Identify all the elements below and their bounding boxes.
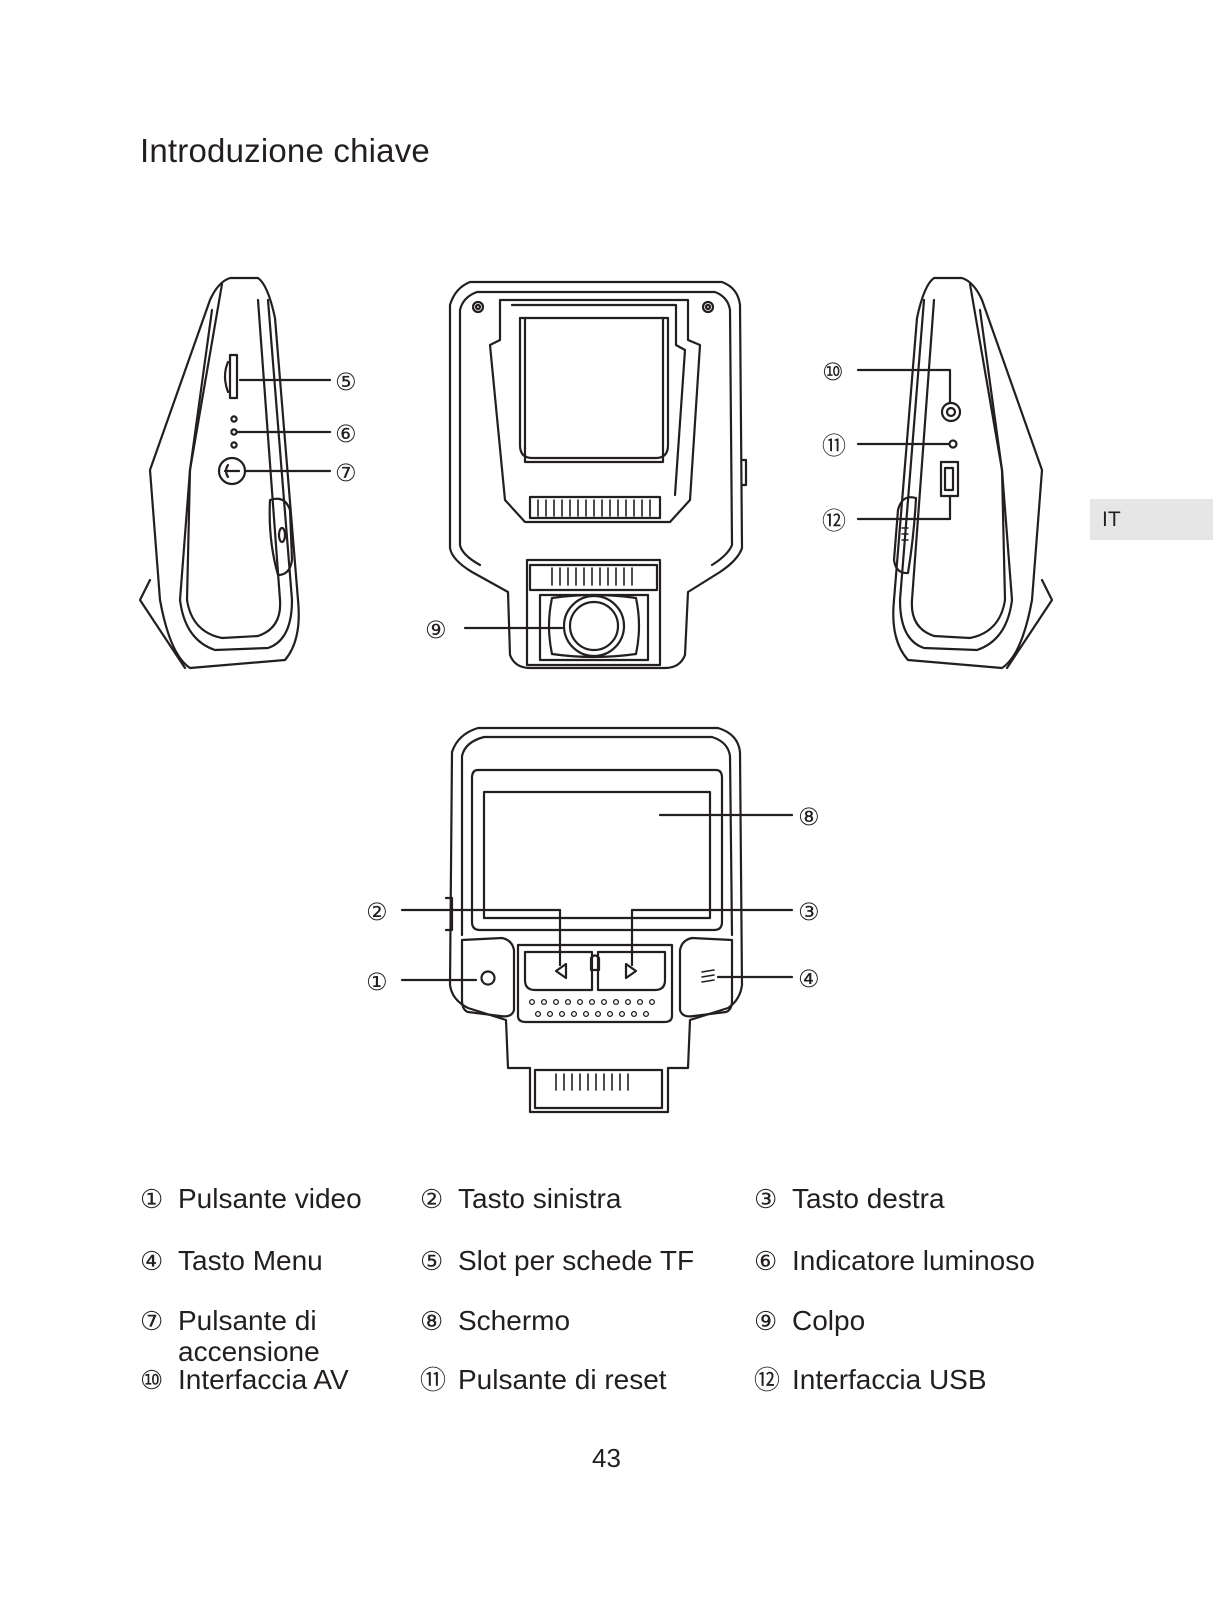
- callout-2: ②: [366, 898, 388, 926]
- legend-number: ②: [420, 1185, 444, 1215]
- callout-5: ⑤: [335, 368, 357, 396]
- legend-item-10: ⑩ Interfaccia AV: [140, 1364, 349, 1397]
- legend-item-7: ⑦ Pulsante di accensione: [140, 1305, 338, 1367]
- legend-number: ⑤: [420, 1247, 444, 1277]
- callout-1: ①: [366, 968, 388, 996]
- legend-text: Interfaccia USB: [792, 1364, 987, 1395]
- legend-text: Tasto destra: [792, 1183, 945, 1214]
- legend-number: ⑦: [140, 1307, 164, 1337]
- front-lens-view: [448, 280, 748, 670]
- callout-11: ⑪: [822, 432, 846, 460]
- legend-item-8: ⑧ Schermo: [420, 1305, 570, 1338]
- legend-text: Pulsante di accensione: [178, 1305, 320, 1367]
- legend-text: Schermo: [458, 1305, 571, 1336]
- legend-text: Indicatore luminoso: [792, 1245, 1035, 1276]
- callout-8: ⑧: [798, 803, 820, 831]
- legend-text: Pulsante video: [178, 1183, 362, 1214]
- legend-number: ⑪: [420, 1366, 447, 1396]
- legend-number: ⑩: [140, 1366, 164, 1396]
- callout-6: ⑥: [335, 420, 357, 448]
- legend-number: ③: [754, 1185, 778, 1215]
- legend-number: ①: [140, 1185, 164, 1215]
- legend-item-3: ③ Tasto destra: [754, 1183, 945, 1216]
- callout-9: ⑨: [425, 616, 447, 644]
- callout-3: ③: [798, 898, 820, 926]
- right-side-view: [856, 276, 1054, 670]
- page-title: Introduzione chiave: [140, 132, 430, 169]
- left-side-view: [138, 276, 332, 670]
- legend-item-5: ⑤ Slot per schede TF: [420, 1245, 694, 1278]
- back-screen-view: [400, 726, 794, 1114]
- legend-item-11: ⑪ Pulsante di reset: [420, 1364, 667, 1397]
- legend-text: Interfaccia AV: [178, 1364, 349, 1395]
- legend-item-4: ④ Tasto Menu: [140, 1245, 323, 1278]
- legend-item-6: ⑥ Indicatore luminoso: [754, 1245, 1035, 1278]
- legend-number: ④: [140, 1247, 164, 1277]
- legend-text: Colpo: [792, 1305, 866, 1336]
- legend-item-1: ① Pulsante video: [140, 1183, 362, 1216]
- callout-10: ⑩: [822, 358, 844, 386]
- legend-number: ⑧: [420, 1307, 444, 1337]
- legend-number: ⑨: [754, 1307, 778, 1337]
- callout-7: ⑦: [335, 459, 357, 487]
- legend-number: ⑥: [754, 1247, 778, 1277]
- legend-text: Pulsante di reset: [458, 1364, 667, 1395]
- legend-text: Tasto Menu: [178, 1245, 323, 1276]
- legend-text: Slot per schede TF: [458, 1245, 695, 1276]
- legend-text: Tasto sinistra: [458, 1183, 622, 1214]
- callout-12: ⑫: [822, 507, 846, 535]
- page-number: 43: [592, 1443, 621, 1473]
- legend-item-12: ⑫ Interfaccia USB: [754, 1364, 987, 1397]
- legend-number: ⑫: [754, 1366, 781, 1396]
- device-diagram: ⑤ ⑥ ⑦ ⑨ ⑩ ⑪ ⑫ ⑧ ② ③ ① ④: [138, 276, 1054, 1114]
- language-tab[interactable]: IT: [1090, 499, 1213, 540]
- callout-4: ④: [798, 965, 820, 993]
- legend-item-9: ⑨ Colpo: [754, 1305, 865, 1338]
- legend-item-2: ② Tasto sinistra: [420, 1183, 621, 1216]
